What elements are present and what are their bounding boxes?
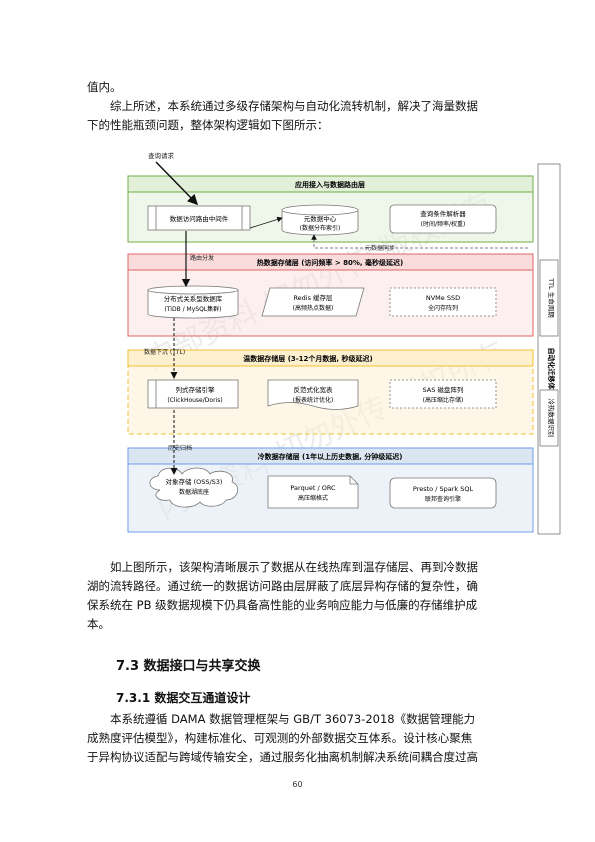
- node-columnar-sublabel: (ClickHouse/Doris): [167, 397, 222, 404]
- node-widetable-sublabel: (报表统计优化): [293, 396, 334, 404]
- paragraph-line: 如上图所示，该架构清晰展示了数据从在线热库到温存储层、再到冷数据: [87, 560, 478, 574]
- node-presto-box: [389, 477, 497, 509]
- node-metadata-sublabel: (数据分布索引): [300, 224, 341, 232]
- layer-hot-title: 热数据存储层 (访问频率 > 80%, 毫秒级延迟): [257, 258, 403, 267]
- layer-app-header: [127, 175, 534, 193]
- node-redis-label: Redis 缓存层: [293, 293, 333, 302]
- node-parser-sublabel: (时间/频率/权重): [421, 220, 466, 228]
- side-panel-ttl-box: [539, 259, 559, 337]
- architecture-diagram-svg: 内部资料 切勿外传 版权所有 内部资料 切勿外传 版权所有 应用接入与数据路由层…: [127, 151, 561, 535]
- flow-meta-sync-label: 元数据同步: [365, 244, 395, 252]
- layer-hot-header: [127, 253, 534, 271]
- node-tidb-label: 分布式关系型数据库: [164, 294, 223, 303]
- node-tidb-sublabel: (TiDB / MySQL集群): [164, 305, 221, 313]
- node-metadata-cylinder: [281, 210, 359, 236]
- side-panel-ttl-label: TTL 生命周期: [547, 277, 556, 318]
- node-nvme-box: [389, 287, 497, 317]
- node-sas-box: [389, 379, 497, 409]
- flow-query-label: 查询请求: [148, 151, 175, 160]
- side-panel-identify-label: 冷热数据识别: [547, 399, 556, 438]
- paragraph-line: 湖的流转路径。通过统一的数据访问路由层屏蔽了底层异构存储的复杂性，确: [87, 579, 478, 593]
- layer-cold-header: [127, 447, 534, 465]
- node-sas-label: SAS 磁盘阵列: [423, 385, 464, 394]
- node-parquet-sublabel: 高压缩格式: [298, 494, 328, 502]
- section-heading: 7.3 数据接口与共享交换: [116, 659, 261, 674]
- flow-sink-label: 数据下沉 (TTL): [144, 348, 185, 356]
- subsection-heading: 7.3.1 数据交互通道设计: [116, 691, 251, 705]
- paragraph-line: 综上所述，本系统通过多级存储架构与自动化流转机制，解决了海量数据: [87, 99, 478, 113]
- paragraph-line: 保系统在 PB 级数据规模下仍具备高性能的业务响应能力与低廉的存储维护成: [87, 598, 478, 612]
- paragraph-line: 成熟度评估模型》，构建标准化、可观测的外部数据交互体系。设计核心聚焦: [87, 731, 473, 745]
- architecture-diagram: 内部资料 切勿外传 版权所有 内部资料 切勿外传 版权所有 应用接入与数据路由层…: [118, 148, 563, 540]
- paragraph-explanation: 如上图所示，该架构清晰展示了数据从在线热库到温存储层、再到冷数据 湖的流转路径。…: [87, 558, 507, 634]
- node-columnar-box: [147, 379, 239, 409]
- layer-cold-title: 冷数据存储层 (1年以上历史数据, 分钟级延迟): [258, 452, 403, 461]
- layer-warm-title: 温数据存储层 (3-12个月数据, 秒级延迟): [243, 354, 372, 363]
- node-router-box: [147, 205, 251, 231]
- node-widetable-label: 反范式化宽表: [294, 385, 334, 394]
- paragraph-line: 于异构协议适配与跨域传输安全，通过服务化抽离机制解决系统间耦合度过高: [87, 750, 478, 764]
- flow-archive-label: 历史归档: [168, 444, 192, 452]
- node-redis-sublabel: (高频热点数据): [293, 304, 334, 312]
- node-columnar-label: 列式存储引擎: [176, 385, 216, 394]
- flow-route-label: 路由分发: [190, 254, 214, 262]
- node-router-label: 数据访问路由中间件: [170, 214, 229, 223]
- flow-meta-sync-line: [311, 234, 528, 249]
- node-oss-cloud: [149, 467, 239, 508]
- flow-query-arrow: [155, 161, 199, 206]
- node-oss-label: 对象存储 (OSS/S3): [166, 477, 223, 486]
- node-metadata-label: 元数据中心: [304, 214, 337, 223]
- layer-app-title: 应用接入与数据路由层: [295, 180, 365, 189]
- paragraph-body: 本系统遵循 DAMA 数据管理框架与 GB/T 36073-2018《数据管理能…: [87, 710, 507, 767]
- node-presto-label: Presto / Spark SQL: [413, 485, 474, 493]
- side-panel-migration-label: 自动化迁移体系: [547, 348, 556, 397]
- node-sas-sublabel: (高压缩比存储): [423, 396, 464, 404]
- node-presto-sublabel: 联邦查询引擎: [425, 495, 461, 503]
- paragraph-intro: 值内。: [87, 80, 122, 94]
- paragraph-line: 本。: [87, 617, 110, 631]
- side-panel-identify-box: [539, 389, 559, 447]
- paragraph-line: 本系统遵循 DAMA 数据管理框架与 GB/T 36073-2018《数据管理能…: [87, 712, 476, 726]
- node-parser-label: 查询条件解析器: [420, 209, 466, 218]
- page-number: 60: [292, 780, 303, 789]
- flow-router-meta-arrow: [249, 216, 283, 229]
- node-nvme-sublabel: 全闪存阵列: [428, 304, 458, 312]
- node-parquet-label: Parquet / ORC: [290, 484, 336, 492]
- node-nvme-label: NVMe SSD: [426, 294, 460, 302]
- node-redis-box: [261, 287, 365, 317]
- layer-warm-header: [127, 349, 534, 367]
- node-oss-sublabel: 数据湖底座: [179, 488, 209, 496]
- node-widetable-box: [267, 379, 359, 410]
- node-tidb-cylinder: [147, 290, 239, 319]
- node-parser-box: [389, 204, 497, 234]
- paragraph-line: 下的性能瓶颈问题，整体架构逻辑如下图所示：: [87, 118, 329, 132]
- paragraph-summary: 综上所述，本系统通过多级存储架构与自动化流转机制，解决了海量数据 下的性能瓶颈问…: [87, 97, 507, 135]
- node-parquet-box: [267, 475, 359, 509]
